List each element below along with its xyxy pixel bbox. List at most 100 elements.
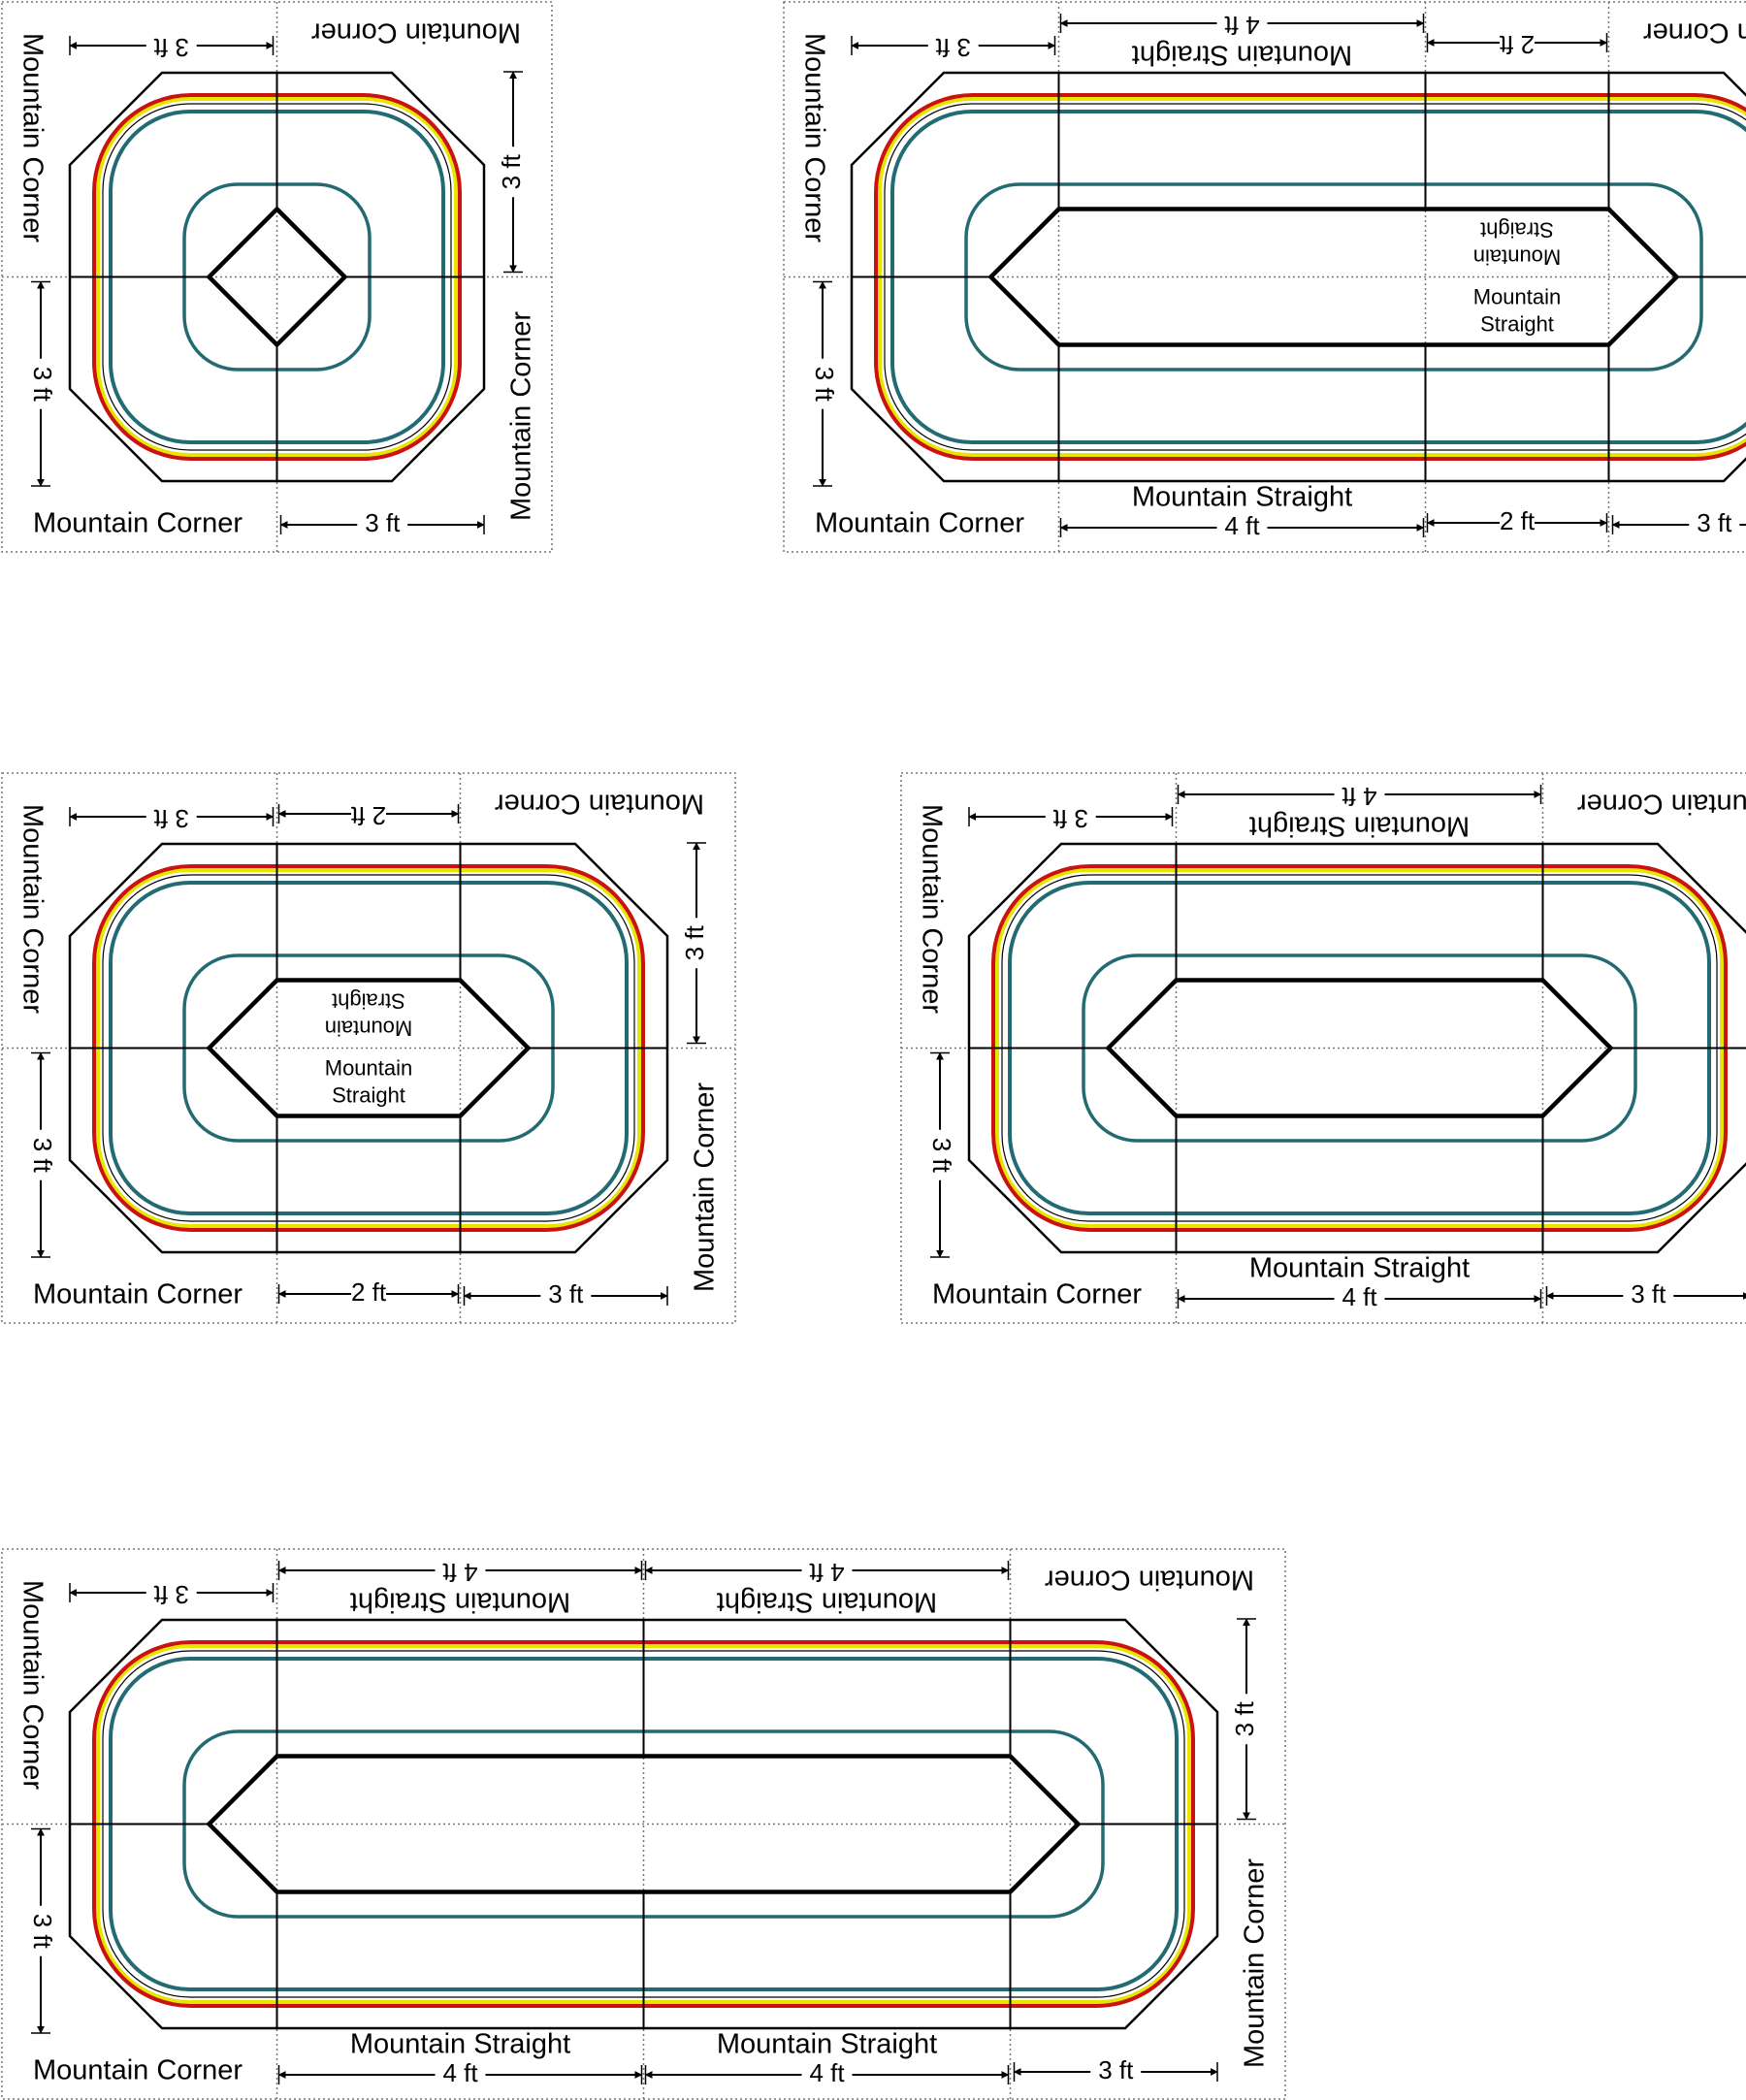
dimension-label: 3 ft xyxy=(153,33,189,62)
dimension-label: 2 ft xyxy=(351,1277,387,1307)
straight-label-bottom: Mountain Straight xyxy=(1132,482,1352,513)
straight-label-top: Mountain Straight xyxy=(1249,810,1470,841)
dimension-3-ft: 3 ft xyxy=(851,33,1056,62)
dimension-3-ft: 3 ft xyxy=(497,71,526,274)
straight-label-bottom: Mountain Straight xyxy=(350,2029,570,2060)
dimension-3-ft: 3 ft xyxy=(69,33,275,62)
table-frame-outline xyxy=(850,71,1746,483)
table-frame-outline xyxy=(68,71,486,483)
dimension-4-ft: 4 ft xyxy=(1177,782,1542,811)
dimension-label: 3 ft xyxy=(935,33,971,62)
dimension-4-ft: 4 ft xyxy=(644,2058,1010,2087)
dimension-4-ft: 4 ft xyxy=(277,1558,643,1587)
straight-label-top: Mountain Straight xyxy=(1132,39,1352,70)
corner-label-bottom-left: Mountain Corner xyxy=(33,508,242,539)
table-frame-outline xyxy=(967,842,1746,1254)
dimension-label: 3 ft xyxy=(1098,2055,1134,2084)
dimension-4-ft: 4 ft xyxy=(644,1558,1010,1587)
dimension-label: 4 ft xyxy=(1342,782,1377,811)
dimension-3-ft: 3 ft xyxy=(279,508,485,537)
corner-label-top-right: Mountain Corner xyxy=(1577,788,1746,819)
table-frame-outline xyxy=(68,1618,1219,2030)
module-outline xyxy=(783,1,1746,553)
corner-label-bottom-right: Mountain Corner xyxy=(690,1082,721,1292)
plateau-label: Straight xyxy=(1480,218,1554,242)
corner-label-bottom-left: Mountain Corner xyxy=(815,508,1024,539)
dimension-label: 4 ft xyxy=(442,2058,478,2087)
dimension-3-ft: 3 ft xyxy=(69,804,275,833)
plateau-label: Straight xyxy=(332,989,405,1014)
dimension-3-ft: 3 ft xyxy=(28,280,57,487)
dimension-label: 4 ft xyxy=(1224,11,1260,40)
dimension-3-ft: 3 ft xyxy=(69,1580,275,1609)
dimension-2-ft: 2 ft xyxy=(1426,30,1608,59)
dimension-2-ft: 2 ft xyxy=(277,801,460,830)
dimension-label: 3 ft xyxy=(28,367,57,403)
dimension-label: 4 ft xyxy=(1224,511,1260,540)
dimension-4-ft: 4 ft xyxy=(1177,1282,1542,1311)
dimension-label: 3 ft xyxy=(365,508,401,537)
dimension-label: 2 ft xyxy=(1500,506,1536,535)
dimension-label: 2 ft xyxy=(350,801,386,830)
dimension-label: 3 ft xyxy=(1631,1279,1666,1308)
corner-label-top-right: Mountain Corner xyxy=(311,16,521,48)
plateau-label: Mountain xyxy=(325,1017,413,1041)
dimension-3-ft: 3 ft xyxy=(28,1827,57,2034)
dimension-label: 3 ft xyxy=(1052,804,1088,833)
module-outline xyxy=(1,1,553,553)
corner-label-top-left: Mountain Corner xyxy=(798,33,829,242)
corner-label-top-left: Mountain Corner xyxy=(16,33,48,242)
plateau-label: Mountain xyxy=(1473,284,1562,308)
corner-label-top-left: Mountain Corner xyxy=(16,1580,48,1790)
straight-label-bottom: Mountain Straight xyxy=(717,2029,937,2060)
dimension-label: 3 ft xyxy=(927,1138,956,1174)
dimension-3-ft: 3 ft xyxy=(927,1051,956,1258)
dimension-2-ft: 2 ft xyxy=(1426,506,1608,535)
dimension-3-ft: 3 ft xyxy=(1545,1279,1746,1308)
plateau-label: Straight xyxy=(1480,311,1554,336)
dimension-3-ft: 3 ft xyxy=(28,1051,57,1258)
dimension-label: 3 ft xyxy=(153,804,189,833)
table-frame-outline xyxy=(68,842,669,1254)
dimension-label: 3 ft xyxy=(548,1279,584,1308)
corner-label-top-right: Mountain Corner xyxy=(1643,16,1746,48)
dimension-3-ft: 3 ft xyxy=(1611,508,1746,537)
dimension-label: 4 ft xyxy=(1342,1282,1377,1311)
module-outline xyxy=(1,772,736,1324)
track-rail-edge xyxy=(884,103,1746,451)
dimension-3-ft: 3 ft xyxy=(1013,2055,1218,2084)
track-outer-rail xyxy=(874,93,1746,461)
corner-label-bottom-right: Mountain Corner xyxy=(1240,1858,1271,2068)
corner-label-top-right: Mountain Corner xyxy=(1045,1564,1254,1595)
straight-label-bottom: Mountain Straight xyxy=(1249,1253,1470,1284)
dimension-label: 3 ft xyxy=(153,1580,189,1609)
corner-label-bottom-left: Mountain Corner xyxy=(33,1279,242,1310)
dimension-label: 3 ft xyxy=(497,153,526,189)
dimension-label: 3 ft xyxy=(28,1914,57,1950)
dimension-label: 2 ft xyxy=(1499,30,1535,59)
corner-label-bottom-left: Mountain Corner xyxy=(33,2055,242,2086)
dimension-3-ft: 3 ft xyxy=(1230,1618,1259,1821)
straight-label-top: Mountain Straight xyxy=(717,1586,937,1617)
dimension-4-ft: 4 ft xyxy=(277,2058,643,2087)
dimension-label: 3 ft xyxy=(1697,508,1732,537)
dimension-label: 3 ft xyxy=(28,1138,57,1174)
mountain-plateau xyxy=(206,206,348,348)
dimension-3-ft: 3 ft xyxy=(810,280,839,487)
corner-label-top-left: Mountain Corner xyxy=(916,804,947,1014)
plateau-label: Mountain xyxy=(325,1055,413,1080)
dimension-3-ft: 3 ft xyxy=(968,804,1174,833)
corner-label-bottom-left: Mountain Corner xyxy=(932,1279,1142,1310)
corner-label-bottom-right: Mountain Corner xyxy=(506,311,537,521)
dimension-4-ft: 4 ft xyxy=(1059,511,1425,540)
plateau-label: Straight xyxy=(332,1082,405,1107)
dimension-3-ft: 3 ft xyxy=(463,1279,668,1308)
dimension-label: 4 ft xyxy=(809,2058,845,2087)
dimension-3-ft: 3 ft xyxy=(680,842,709,1045)
corner-label-top-left: Mountain Corner xyxy=(16,804,48,1014)
